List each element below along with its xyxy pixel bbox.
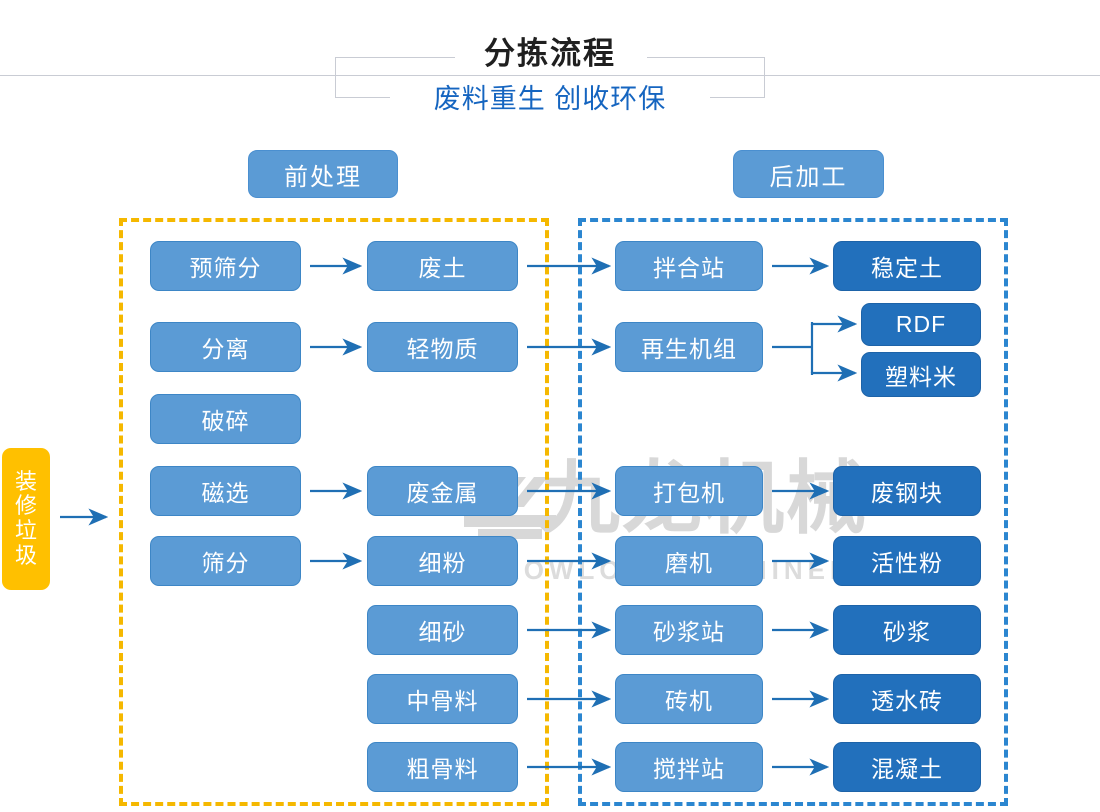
page-title: 分拣流程 <box>484 36 616 71</box>
header-title-backdrop <box>455 36 647 72</box>
section-badge-post-process: 后加工 <box>733 150 884 198</box>
node-coarse-aggregate: 粗骨料 <box>367 742 518 792</box>
node-mortar-station: 砂浆站 <box>615 605 763 655</box>
node-waste-metal: 废金属 <box>367 466 518 516</box>
node-mixing-station: 拌合站 <box>615 241 763 291</box>
node-fine-powder: 细粉 <box>367 536 518 586</box>
node-input-label: 装修垃圾 <box>15 468 38 568</box>
node-light-material: 轻物质 <box>367 322 518 372</box>
node-input-waste: 装修垃圾 <box>2 448 50 590</box>
node-medium-aggregate: 中骨料 <box>367 674 518 724</box>
header-subtitle-backdrop <box>390 82 710 116</box>
node-stabilized-soil: 稳定土 <box>833 241 981 291</box>
node-sieving: 筛分 <box>150 536 301 586</box>
node-mortar: 砂浆 <box>833 605 981 655</box>
node-scrap-steel: 废钢块 <box>833 466 981 516</box>
node-rdf: RDF <box>861 303 981 346</box>
page-subtitle: 废料重生 创收环保 <box>433 84 667 114</box>
node-agitating-station: 搅拌站 <box>615 742 763 792</box>
node-plastic-pellets: 塑料米 <box>861 352 981 397</box>
node-permeable-brick: 透水砖 <box>833 674 981 724</box>
node-pre-screen: 预筛分 <box>150 241 301 291</box>
node-separation: 分离 <box>150 322 301 372</box>
node-grinder: 磨机 <box>615 536 763 586</box>
node-baler: 打包机 <box>615 466 763 516</box>
node-brick-machine: 砖机 <box>615 674 763 724</box>
node-fine-sand: 细砂 <box>367 605 518 655</box>
group-box-pre-process <box>119 218 549 806</box>
node-concrete: 混凝土 <box>833 742 981 792</box>
node-recycling-unit: 再生机组 <box>615 322 763 372</box>
section-badge-pre-process: 前处理 <box>248 150 398 198</box>
node-waste-soil: 废土 <box>367 241 518 291</box>
node-crushing: 破碎 <box>150 394 301 444</box>
group-box-post-process <box>578 218 1008 806</box>
node-magnetic-separation: 磁选 <box>150 466 301 516</box>
node-active-powder: 活性粉 <box>833 536 981 586</box>
header-rule <box>0 75 1100 76</box>
